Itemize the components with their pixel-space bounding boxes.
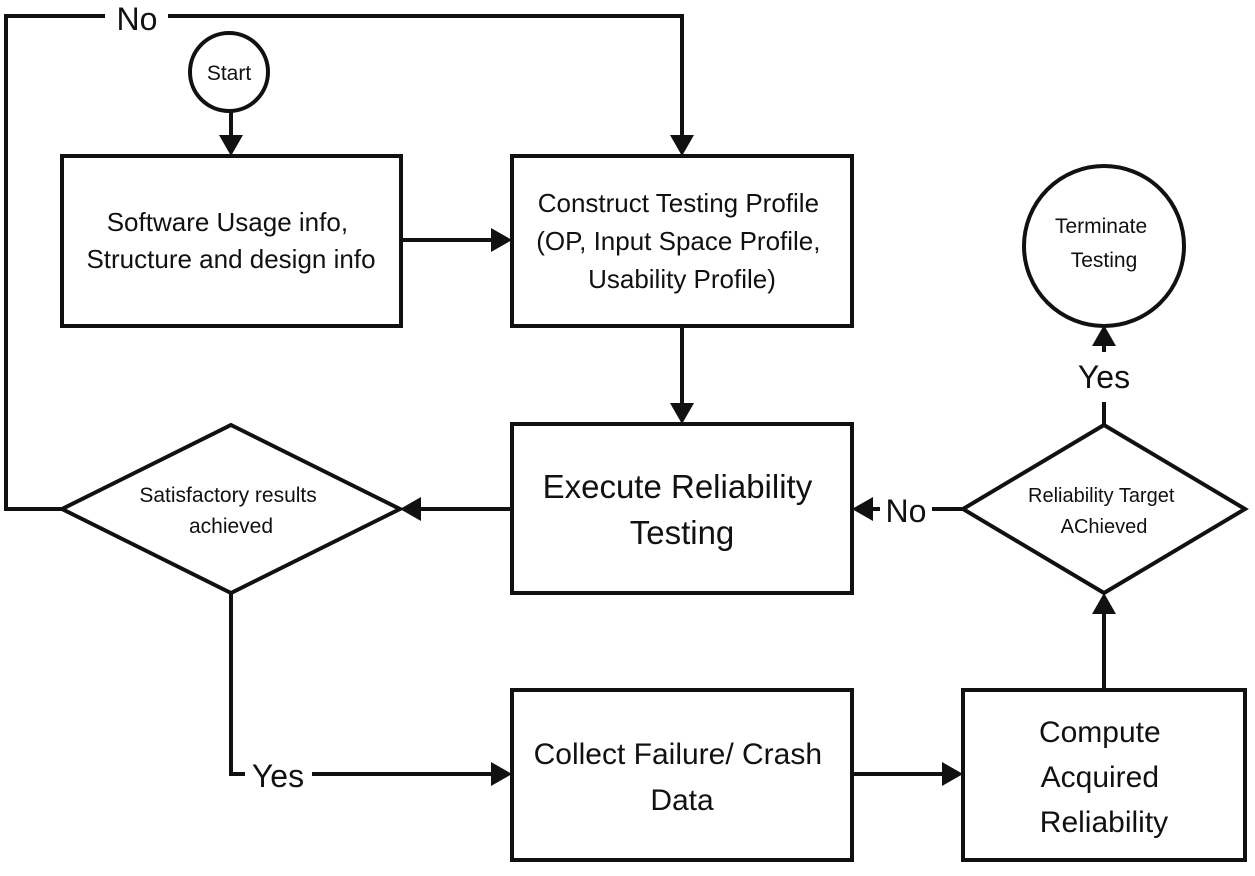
svg-text:Construct Testing Profile: Construct Testing Profile (OP, Input Spa… [536, 188, 827, 294]
usage-info-line-1: Software Usage info, [107, 207, 348, 237]
terminate-node: Terminate Testing [1022, 164, 1186, 328]
svg-text:Collect Failure/ Crash D: Collect Failure/ Crash Data [534, 738, 831, 817]
arrowhead-execute-top [670, 403, 694, 424]
start-node: Start [188, 31, 270, 113]
reliability-no-label: No [886, 493, 927, 529]
collect-data-line-1: Collect Failure/ Crash [534, 738, 822, 771]
terminate-line-2: Testing [1071, 249, 1138, 272]
construct-profile-box: Construct Testing Profile (OP, Input Spa… [510, 154, 854, 328]
svg-text:Execute Reliability Test: Execute Reliability Testing [543, 468, 822, 551]
satisfactory-line-2: achieved [189, 515, 273, 538]
arrowhead-terminate [1092, 325, 1116, 346]
compute-reliability-box: Compute Acquired Reliability [961, 688, 1247, 862]
edge-satisfactory-yes [229, 593, 245, 776]
arrowhead-reliability-decision [1092, 593, 1116, 614]
svg-text:Software Usage info, Str: Software Usage info, Structure and desig… [86, 207, 375, 274]
compute-line-3: Reliability [1040, 806, 1168, 839]
edge-no-loop-top [168, 14, 684, 136]
satisfactory-decision: Satisfactory results achieved [57, 422, 405, 596]
execute-testing-line-1: Execute Reliability [543, 468, 813, 505]
usage-info-box: Software Usage info, Structure and desig… [60, 154, 403, 328]
arrowhead-satisfactory [400, 497, 421, 521]
compute-line-2: Acquired [1041, 761, 1159, 794]
satisfactory-no-label: No [117, 1, 158, 37]
reliability-decision: Reliability Target AChieved [959, 422, 1249, 596]
arrowhead-construct-profile-left [491, 228, 512, 252]
arrowhead-usage-info [219, 135, 243, 156]
svg-text:Reliability Target AChie: Reliability Target AChieved [1028, 485, 1180, 538]
usage-info-line-2: Structure and design info [86, 244, 375, 274]
construct-profile-line-1: Construct Testing Profile [538, 188, 819, 218]
svg-text:Compute Acquired R: Compute Acquired Reliability [1039, 716, 1169, 839]
svg-text:Terminate Testing: Terminate Testing [1055, 215, 1153, 272]
collect-data-box: Collect Failure/ Crash Data [510, 688, 854, 862]
arrowhead-construct-profile-top [670, 135, 694, 156]
satisfactory-yes-label: Yes [252, 758, 304, 794]
reliability-yes-label: Yes [1078, 359, 1130, 395]
terminate-line-1: Terminate [1055, 215, 1147, 238]
arrowhead-collect-data [491, 762, 512, 786]
satisfactory-line-1: Satisfactory results [139, 484, 316, 507]
start-label: Start [207, 62, 252, 85]
arrowhead-execute-right [852, 497, 873, 521]
compute-line-1: Compute [1039, 716, 1161, 749]
arrowhead-compute [942, 762, 963, 786]
execute-testing-box: Execute Reliability Testing [510, 422, 854, 595]
reliability-line-2: AChieved [1061, 516, 1148, 538]
execute-testing-line-2: Testing [630, 514, 735, 551]
edge-satisfactory-no-loop [4, 14, 105, 511]
svg-text:Satisfactory results ach: Satisfactory results achieved [139, 484, 322, 538]
construct-profile-line-3: Usability Profile) [588, 264, 776, 294]
construct-profile-line-2: (OP, Input Space Profile, [536, 226, 820, 256]
collect-data-line-2: Data [650, 784, 714, 817]
reliability-line-1: Reliability Target [1028, 485, 1175, 507]
